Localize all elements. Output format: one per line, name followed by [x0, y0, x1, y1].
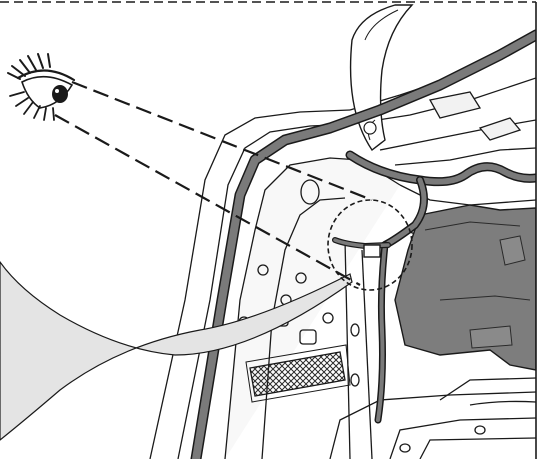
eye-icon [8, 54, 74, 120]
trim-panel [395, 205, 536, 370]
trunk-hinge-arm [351, 5, 412, 150]
connector-box [364, 245, 380, 257]
